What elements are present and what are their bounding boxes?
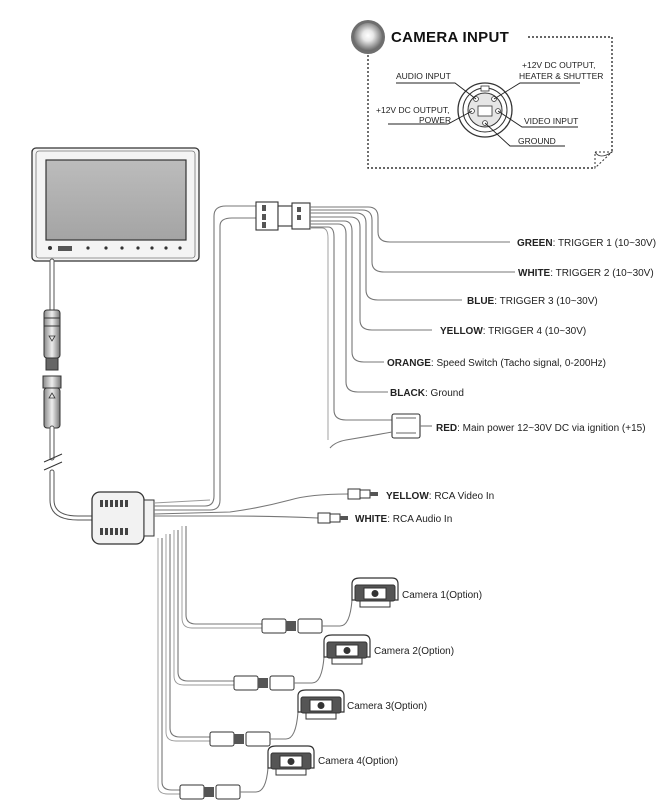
camera-2-label: Camera 2(Option) bbox=[374, 646, 454, 657]
camera-3 bbox=[297, 689, 345, 720]
rca-video-plug bbox=[347, 488, 378, 500]
monitor-screen bbox=[45, 159, 187, 241]
pin-heater-line2: HEATER & SHUTTER bbox=[519, 71, 603, 81]
bulb-highlight bbox=[354, 23, 382, 51]
pin-labels: AUDIO INPUT +12V DC OUTPUT, HEATER & SHU… bbox=[376, 60, 603, 146]
monitor-buttons bbox=[48, 246, 182, 251]
pin-ground: GROUND bbox=[518, 136, 556, 146]
pin-video-input: VIDEO INPUT bbox=[524, 116, 578, 126]
fuse-holder bbox=[329, 413, 432, 449]
pin-leaders bbox=[388, 82, 580, 147]
monitor bbox=[31, 147, 200, 262]
camera-wires bbox=[157, 526, 262, 795]
trigger-labels: GREEN: TRIGGER 1 (10~30V) WHITE: TRIGGER… bbox=[387, 238, 656, 434]
rca-audio-plug bbox=[317, 512, 348, 524]
camera-input-panel: CAMERA INPUT bbox=[351, 20, 614, 170]
wire-white-label: WHITE: TRIGGER 2 (10~30V) bbox=[518, 268, 654, 279]
camera-3-plug bbox=[209, 711, 299, 747]
power-connector bbox=[255, 201, 311, 231]
pin-power-line2: POWER bbox=[419, 115, 451, 125]
wire-green-label: GREEN: TRIGGER 1 (10~30V) bbox=[517, 238, 656, 249]
rca-audio-label: WHITE: RCA Audio In bbox=[355, 514, 452, 525]
camera-1-label: Camera 1(Option) bbox=[402, 590, 482, 601]
rca-video-label: YELLOW: RCA Video In bbox=[386, 491, 494, 502]
trigger-wires bbox=[310, 206, 515, 440]
camera-1 bbox=[351, 577, 399, 608]
wire-black-label: BLACK: Ground bbox=[390, 388, 464, 399]
wire-orange-label: ORANGE: Speed Switch (Tacho signal, 0-20… bbox=[387, 358, 606, 369]
camera-4-plug bbox=[179, 767, 269, 800]
camera-4-label: Camera 4(Option) bbox=[318, 756, 398, 767]
camera-2 bbox=[323, 634, 371, 665]
camera-3-label: Camera 3(Option) bbox=[347, 701, 427, 712]
pin-power-line1: +12V DC OUTPUT, bbox=[376, 105, 449, 115]
camera-1-plug bbox=[261, 599, 353, 634]
monitor-cable bbox=[42, 258, 95, 521]
wire-blue-label: BLUE: TRIGGER 3 (10~30V) bbox=[467, 296, 598, 307]
rca-wires: YELLOW: RCA Video In WHITE: RCA Audio In bbox=[153, 488, 494, 525]
wire-red-label: RED: Main power 12~30V DC via ignition (… bbox=[436, 423, 646, 434]
camera-input-title: CAMERA INPUT bbox=[391, 29, 509, 46]
pin-audio-input: AUDIO INPUT bbox=[396, 71, 451, 81]
camera-4 bbox=[267, 745, 315, 776]
pin-heater-line1: +12V DC OUTPUT, bbox=[522, 60, 595, 70]
control-box bbox=[91, 491, 155, 545]
camera-2-plug bbox=[233, 656, 325, 691]
wire-yellow-label: YELLOW: TRIGGER 4 (10~30V) bbox=[440, 326, 586, 337]
harness bbox=[153, 205, 256, 511]
